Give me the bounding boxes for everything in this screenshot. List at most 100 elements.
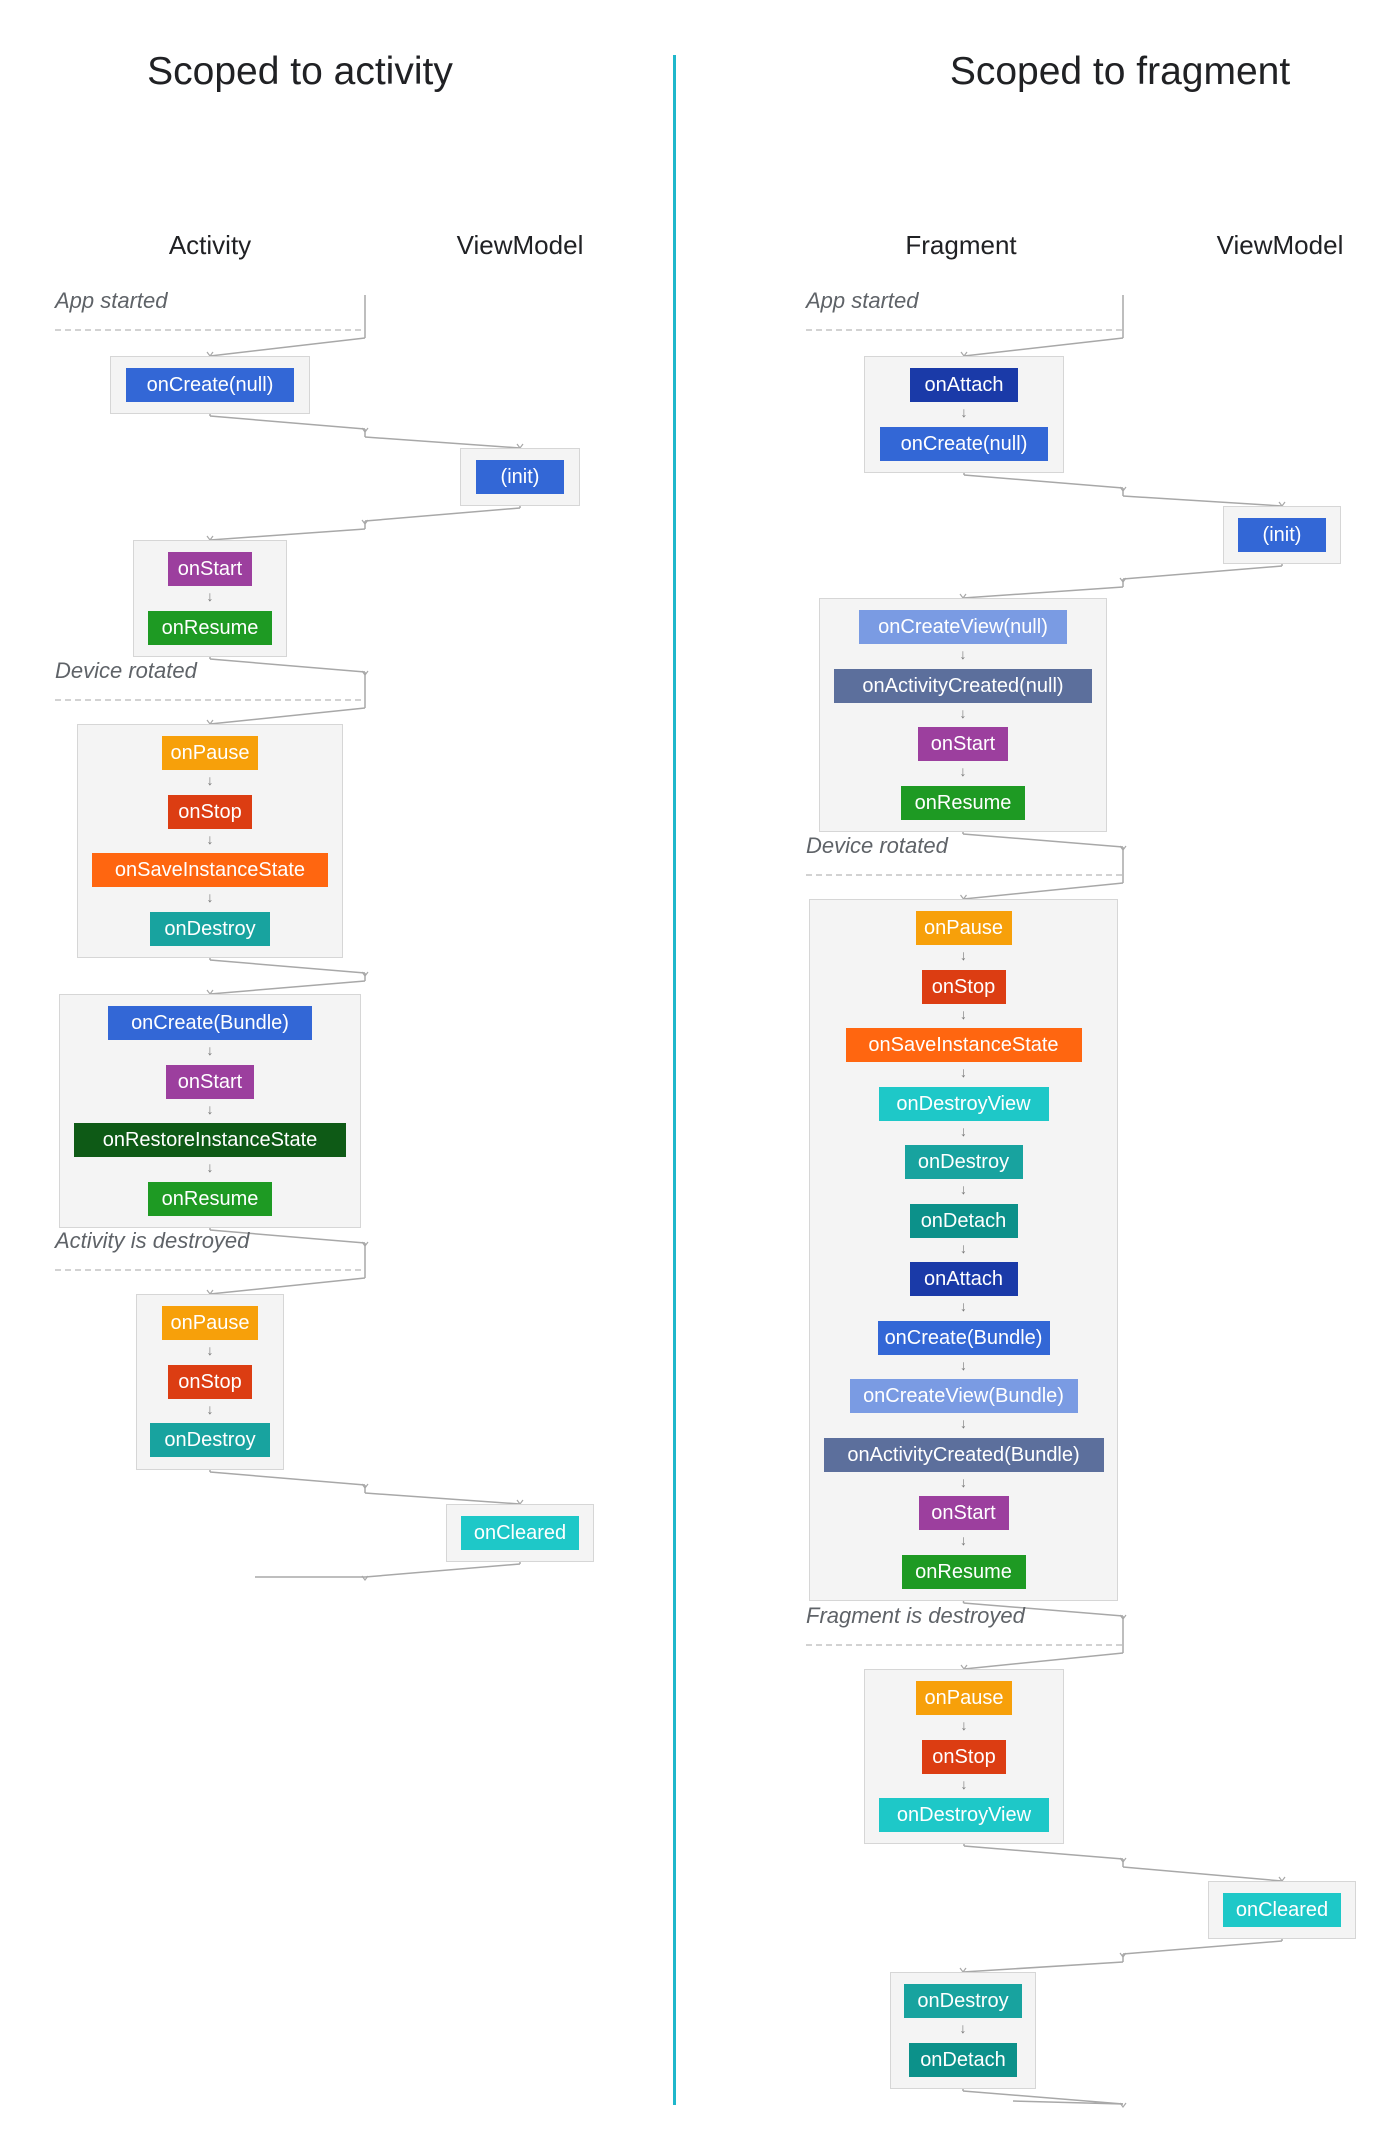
down-arrow-icon: ↓	[206, 1400, 214, 1417]
lifecycle-callback: onStart	[168, 552, 252, 586]
column-viewmodel-left: ViewModel	[456, 230, 584, 260]
flow-line	[1122, 495, 1283, 507]
column-activity: Activity	[168, 230, 252, 260]
event-label: Fragment is destroyed	[806, 1603, 1025, 1628]
down-arrow-icon: ↓	[960, 947, 967, 963]
event-label: Device rotated	[55, 658, 197, 683]
flow-line	[963, 474, 1124, 489]
flow-line	[1012, 2100, 1124, 2105]
down-arrow-icon: ↓	[206, 588, 214, 604]
flow-line	[963, 1845, 1124, 1860]
down-arrow-icon: ↓	[960, 1356, 967, 1373]
flow-line	[209, 1471, 366, 1486]
down-arrow-icon: ↓	[960, 1181, 967, 1197]
lifecycle-callback: (init)	[476, 460, 564, 494]
lifecycle-callback: onAttach	[910, 368, 1018, 402]
flow-line	[209, 528, 366, 541]
lifecycle-callback: onPause	[915, 911, 1012, 945]
lifecycle-callback: onPause	[162, 1306, 258, 1340]
title-right: Scoped to fragment	[949, 50, 1291, 93]
down-arrow-icon: ↓	[960, 1717, 968, 1733]
lifecycle-callback: onDestroy	[904, 1984, 1022, 2018]
lifecycle-callback: onDestroy	[904, 1145, 1023, 1179]
lifecycle-callback: onCreate(Bundle)	[877, 1320, 1050, 1355]
down-arrow-icon: ↓	[206, 1342, 214, 1358]
lifecycle-callback: onCleared	[1223, 1893, 1341, 1927]
flow-line	[364, 1563, 521, 1578]
flow-line	[209, 959, 366, 974]
lifecycle-callback: onDestroyView	[879, 1798, 1049, 1832]
lifecycle-callback: onSaveInstanceState	[845, 1028, 1082, 1062]
lifecycle-callback: onCreateView(null)	[859, 610, 1067, 644]
flow-line	[962, 2090, 1124, 2105]
lifecycle-callback: onStop	[921, 969, 1006, 1004]
flow-line	[1122, 1866, 1283, 1882]
flow-line	[209, 337, 366, 357]
lifecycle-callback: onDetach	[909, 2042, 1017, 2077]
down-arrow-icon: ↓	[960, 1473, 967, 1490]
lifecycle-callback: onRestoreInstanceState	[74, 1123, 346, 1157]
lifecycle-callback: onActivityCreated(null)	[834, 668, 1092, 703]
flow-line	[962, 833, 1124, 848]
column-fragment: Fragment	[905, 230, 1017, 260]
lifecycle-callback: onStop	[168, 1364, 252, 1399]
down-arrow-icon: ↓	[960, 1239, 967, 1256]
flow-line	[1122, 565, 1283, 580]
flow-line	[364, 507, 521, 522]
flow-line	[209, 1229, 366, 1244]
lifecycle-callback: onStart	[166, 1064, 254, 1099]
lifecycle-callback: onResume	[148, 1181, 272, 1216]
down-arrow-icon: ↓	[959, 763, 967, 779]
down-arrow-icon: ↓	[960, 1775, 968, 1792]
down-arrow-icon: ↓	[960, 404, 968, 420]
lifecycle-callback: onCleared	[461, 1516, 579, 1550]
title-left: Scoped to activity	[147, 50, 453, 93]
column-viewmodel-right: ViewModel	[1216, 230, 1344, 260]
down-arrow-icon: ↓	[206, 889, 214, 905]
flow-line	[209, 658, 366, 673]
lifecycle-callback: onCreate(null)	[126, 368, 294, 402]
lifecycle-group	[809, 899, 1118, 1601]
down-arrow-icon: ↓	[960, 1415, 967, 1431]
flow-line	[1122, 1940, 1283, 1955]
lifecycle-callback: onResume	[901, 785, 1025, 820]
flow-line	[962, 586, 1124, 599]
event-label: App started	[806, 288, 919, 313]
down-arrow-icon: ↓	[206, 830, 214, 847]
flow-line	[963, 1652, 1124, 1670]
down-arrow-icon: ↓	[959, 646, 967, 662]
flow-line	[209, 980, 366, 995]
lifecycle-callback: onCreate(null)	[880, 426, 1048, 461]
down-arrow-icon: ↓	[206, 1042, 214, 1058]
down-arrow-icon: ↓	[206, 1159, 214, 1175]
lifecycle-callback: onResume	[148, 610, 272, 645]
down-arrow-icon: ↓	[959, 704, 967, 721]
down-arrow-icon: ↓	[960, 1532, 967, 1548]
lifecycle-callback: onCreate(Bundle)	[108, 1006, 312, 1040]
lifecycle-callback: onSaveInstanceState	[92, 853, 328, 887]
lifecycle-callback: onDestroy	[150, 1423, 270, 1457]
lifecycle-callback: onPause	[162, 736, 258, 770]
lifecycle-callback: onCreateView(Bundle)	[849, 1379, 1078, 1413]
down-arrow-icon: ↓	[960, 1064, 967, 1080]
down-arrow-icon: ↓	[206, 1100, 214, 1117]
lifecycle-callback: (init)	[1238, 518, 1326, 552]
lifecycle-callback: onDestroy	[150, 911, 270, 946]
divider	[673, 55, 676, 2105]
flow-line	[962, 1961, 1124, 1973]
event-label: App started	[55, 288, 168, 313]
down-arrow-icon: ↓	[206, 772, 214, 788]
lifecycle-callback: onPause	[916, 1681, 1012, 1715]
flow-line	[364, 436, 521, 449]
lifecycle-callback: onStop	[168, 794, 252, 829]
flow-line	[963, 1602, 1124, 1617]
down-arrow-icon: ↓	[960, 1005, 967, 1022]
down-arrow-icon: ↓	[960, 1298, 967, 1314]
flow-line	[209, 415, 366, 430]
lifecycle-callback: onStop	[922, 1739, 1006, 1774]
lifecycle-callback: onActivityCreated(Bundle)	[823, 1437, 1104, 1472]
flow-line	[209, 1277, 366, 1295]
event-label: Activity is destroyed	[55, 1228, 250, 1253]
